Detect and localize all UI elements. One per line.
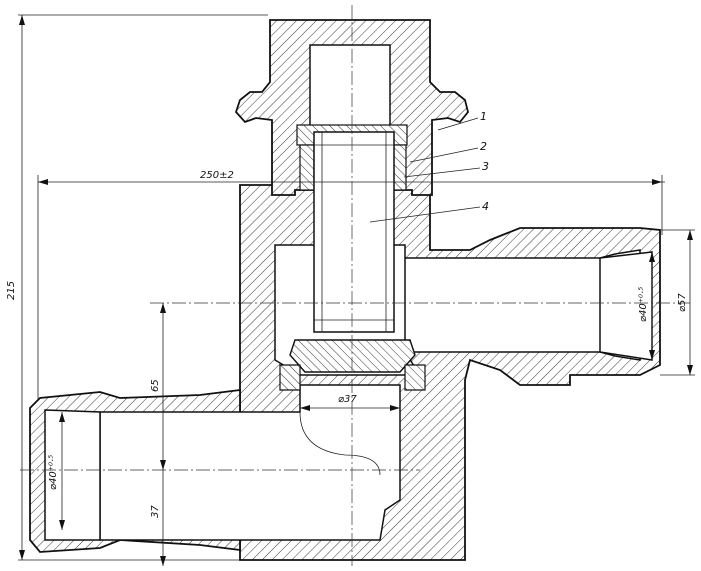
part-label-2: 2: [480, 140, 487, 153]
part-label-4: 4: [482, 200, 489, 213]
right-outer-diameter-label: ⌀57: [677, 293, 688, 312]
vertical-offset-upper-label: 65: [150, 379, 161, 392]
right-inner-diameter-label: ⌀40⁺⁰·⁵: [638, 287, 649, 322]
seat-diameter-label: ⌀37: [338, 394, 357, 405]
bonnet-nut: [234, 19, 469, 196]
vertical-offset-lower-label: 37: [150, 505, 161, 518]
part-leaders: [369, 117, 481, 223]
valve-stem: [279, 131, 426, 391]
overall-height-label: 215: [6, 281, 17, 300]
part-label-1: 1: [480, 110, 487, 123]
part-label-3: 3: [482, 160, 489, 173]
overall-width-label: 250±2: [200, 170, 234, 181]
dimension-lines: [18, 14, 695, 566]
left-inner-diameter-label: ⌀40⁺⁰·⁵: [48, 455, 59, 490]
center-lines: [20, 5, 690, 566]
